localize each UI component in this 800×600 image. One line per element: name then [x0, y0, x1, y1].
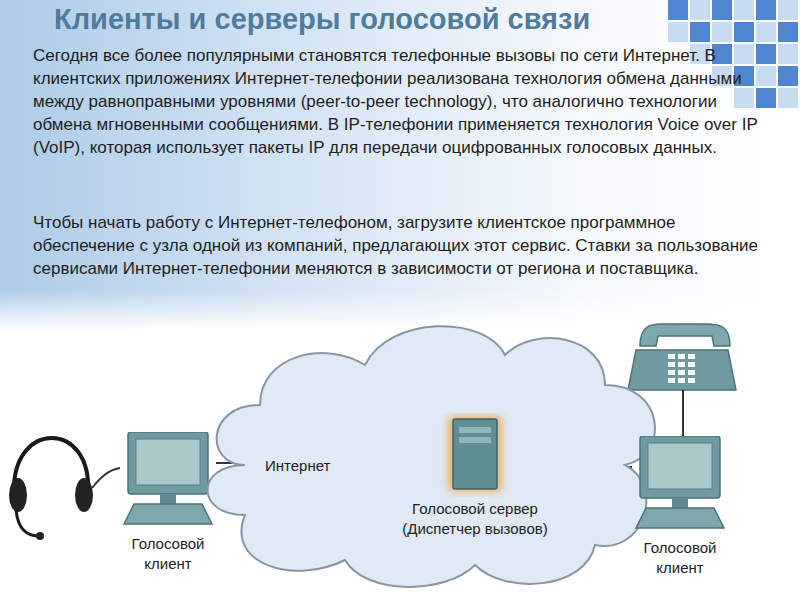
phone-key [668, 378, 675, 383]
pattern-square [668, 22, 688, 42]
phone-key [678, 370, 685, 375]
drive-bay [459, 437, 491, 443]
server-icon [385, 413, 565, 497]
computer-base [124, 504, 212, 524]
phone-key [668, 370, 675, 375]
monitor-stand [160, 494, 176, 504]
microphone [36, 532, 44, 540]
body-paragraph: Чтобы начать работу с Интернет-телефоном… [33, 211, 778, 280]
server-label: Голосовой сервер (Диспетчер вызовов) [385, 499, 565, 539]
client-label: Голосовой клиент [632, 538, 728, 578]
pattern-square [734, 44, 754, 64]
computer-icon [120, 432, 216, 528]
cloud-label: Интернет [265, 456, 330, 476]
ear-cup [9, 478, 27, 512]
pattern-square [690, 22, 710, 42]
cloud-outline [165, 315, 675, 590]
server-tower [453, 419, 497, 489]
voice-server: Голосовой сервер (Диспетчер вызовов) [385, 413, 565, 539]
ear-cup [75, 478, 93, 512]
pattern-square [690, 0, 710, 20]
monitor [640, 436, 720, 498]
pattern-square [734, 88, 754, 108]
computer-base [636, 508, 724, 528]
phone-handset [640, 324, 730, 346]
phone-key [678, 354, 685, 359]
monitor-stand [672, 498, 688, 508]
pattern-square [712, 22, 732, 42]
client-label: Голосовой клиент [120, 534, 216, 574]
phone-cord [682, 390, 684, 436]
pattern-square [778, 0, 798, 20]
headset-icon [9, 438, 120, 540]
phone-key [678, 362, 685, 367]
page-title: Клиенты и серверы голосовой связи [54, 3, 590, 36]
computer-icon [632, 436, 728, 532]
pattern-square [712, 0, 732, 20]
headband [14, 438, 88, 492]
phone-key [688, 362, 695, 367]
body-paragraph: Сегодня все более популярными становятся… [33, 44, 778, 159]
pattern-square [668, 0, 688, 20]
pattern-square [734, 0, 754, 20]
phone-key [678, 378, 685, 383]
screen [648, 443, 712, 489]
server-glow [449, 417, 501, 491]
drive-bay [459, 427, 491, 433]
pattern-square [756, 0, 776, 20]
internet-cloud: ИнтернетГолосовой сервер (Диспетчер вызо… [165, 315, 675, 590]
pattern-square [756, 88, 776, 108]
pattern-square [778, 66, 798, 86]
phone-key [688, 378, 695, 383]
phone-key [668, 354, 675, 359]
phone-key [688, 370, 695, 375]
voice-client: Голосовой клиент [632, 436, 728, 578]
monitor [128, 432, 208, 494]
phone-key [668, 362, 675, 367]
pattern-square [734, 22, 754, 42]
pattern-square [756, 66, 776, 86]
mic-boom [16, 510, 38, 536]
pattern-square [778, 22, 798, 42]
phone-key [688, 354, 695, 359]
voice-client: Голосовой клиент [120, 432, 216, 574]
pattern-square [756, 22, 776, 42]
headset-cable [92, 468, 120, 488]
keypad [668, 354, 695, 383]
screen [136, 439, 200, 485]
phone-base [628, 350, 736, 390]
pattern-square [778, 44, 798, 64]
pattern-square [778, 88, 798, 108]
cloud-shape [208, 326, 655, 587]
pattern-square [756, 44, 776, 64]
